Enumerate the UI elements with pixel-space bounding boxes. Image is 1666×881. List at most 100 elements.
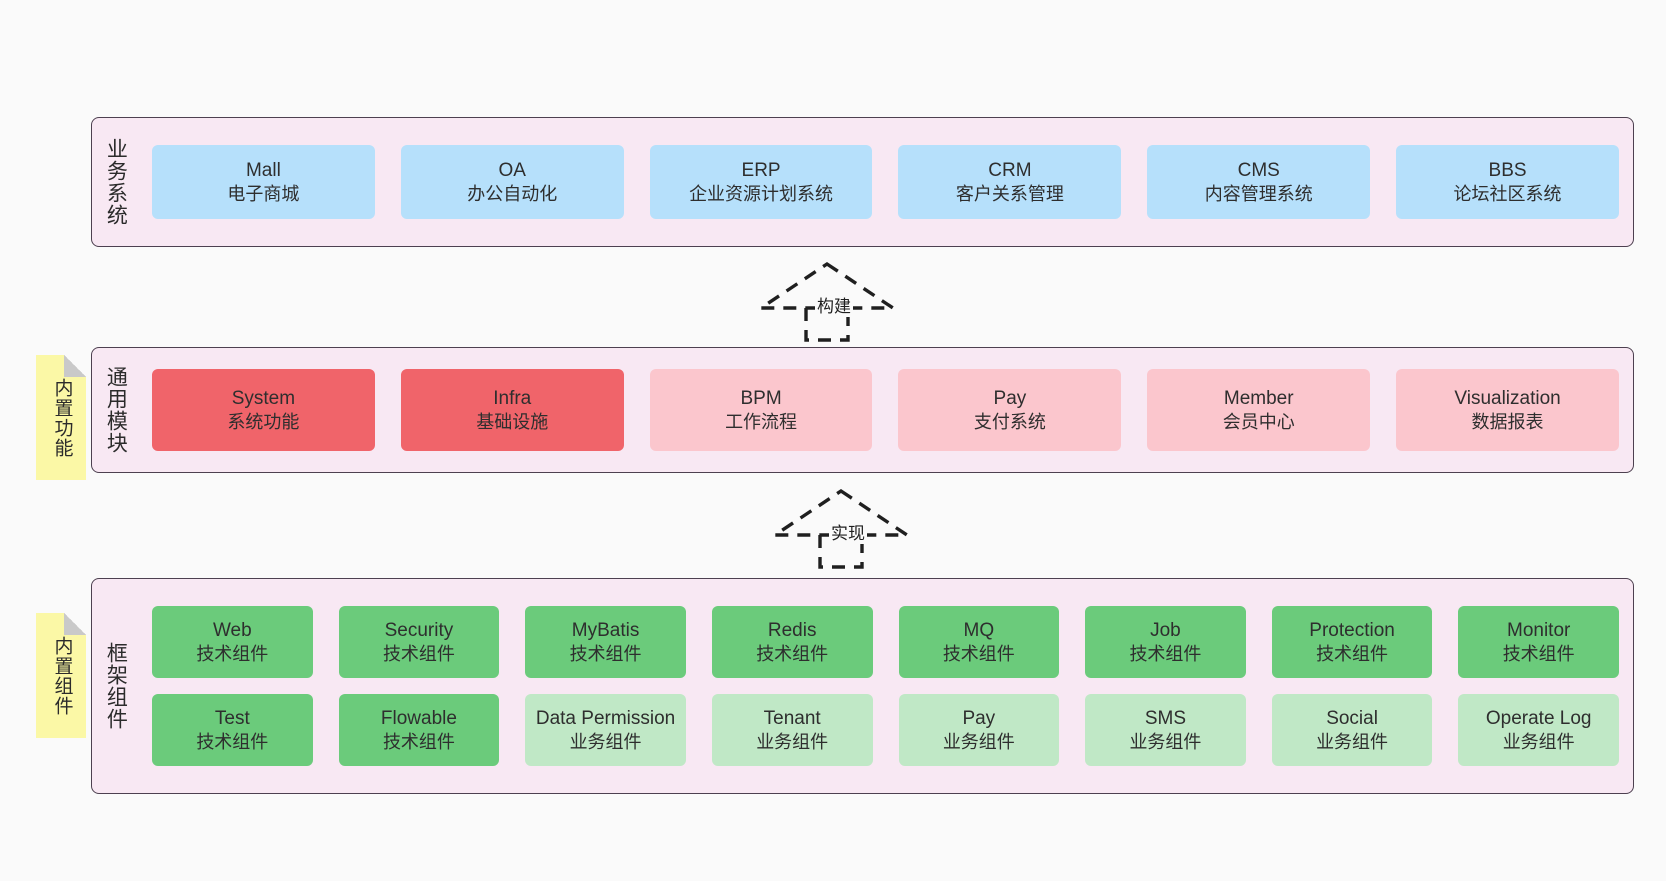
card-desc: 业务组件: [569, 731, 642, 752]
card-name: ERP: [741, 160, 781, 182]
card-desc: 技术组件: [1316, 643, 1389, 664]
card-name: Job: [1150, 620, 1181, 642]
card-desc: 论坛社区系统: [1453, 183, 1562, 204]
card-desc: 业务组件: [1129, 731, 1202, 752]
card-name: MQ: [963, 620, 995, 642]
card-name: SMS: [1144, 708, 1187, 730]
card-desc: 业务组件: [1502, 731, 1575, 752]
card-desc: 系统功能: [227, 411, 300, 432]
card-desc: 技术组件: [382, 731, 455, 752]
card-desc: 数据报表: [1471, 411, 1544, 432]
framework-layer-title: 框架组件: [104, 642, 128, 730]
card-desc: 客户关系管理: [955, 183, 1064, 204]
module-layer-title: 通用模块: [104, 366, 128, 454]
card-name: Pay: [962, 708, 996, 730]
card-desc: 企业资源计划系统: [689, 183, 834, 204]
card-name: CMS: [1237, 160, 1280, 182]
card-name: Test: [214, 708, 250, 730]
card-desc: 内容管理系统: [1204, 183, 1313, 204]
card-desc: 工作流程: [725, 411, 798, 432]
card-name: BPM: [740, 388, 782, 410]
card-desc: 技术组件: [756, 643, 829, 664]
card-desc: 技术组件: [569, 643, 642, 664]
card-name: Web: [212, 620, 252, 642]
card-desc: 业务组件: [942, 731, 1015, 752]
note-builtin-function: 内置功能: [36, 355, 86, 480]
card-name: Social: [1326, 708, 1378, 730]
card-desc: 业务组件: [756, 731, 829, 752]
note-builtin-component-label: 内置组件: [51, 635, 73, 716]
generalization-arrow-build-icon: [755, 261, 899, 342]
card-name: Infra: [493, 388, 532, 410]
card-name: Monitor: [1507, 620, 1571, 642]
card-name: Pay: [993, 388, 1027, 410]
card-desc: 技术组件: [1502, 643, 1575, 664]
card-desc: 技术组件: [196, 731, 269, 752]
card-desc: 技术组件: [196, 643, 269, 664]
card-desc: 业务组件: [1316, 731, 1389, 752]
connector-build-label: 构建: [815, 292, 853, 317]
card-name: Protection: [1309, 620, 1395, 642]
card-name: Redis: [767, 620, 817, 642]
card-name: System: [231, 388, 296, 410]
card-desc: 支付系统: [973, 411, 1046, 432]
business-layer-title: 业务系统: [104, 138, 128, 226]
card-desc: 电子商城: [227, 183, 300, 204]
card-desc: 技术组件: [1129, 643, 1202, 664]
card-name: Mall: [245, 160, 281, 182]
card-desc: 技术组件: [942, 643, 1015, 664]
card-desc: 会员中心: [1222, 411, 1295, 432]
note-builtin-component: 内置组件: [36, 613, 86, 738]
connector-implement-label: 实现: [829, 519, 867, 544]
card-name: Visualization: [1454, 388, 1561, 410]
card-name: Security: [384, 620, 454, 642]
card-desc: 技术组件: [382, 643, 455, 664]
note-builtin-function-label: 内置功能: [51, 377, 73, 458]
card-name: Member: [1223, 388, 1294, 410]
card-name: BBS: [1488, 160, 1527, 182]
card-name: Flowable: [380, 708, 457, 730]
card-name: Tenant: [763, 708, 821, 730]
card-desc: 基础设施: [476, 411, 549, 432]
card-desc: 办公自动化: [467, 183, 558, 204]
generalization-arrow-implement-icon: [769, 488, 913, 569]
card-name: Data Permission: [535, 708, 676, 730]
